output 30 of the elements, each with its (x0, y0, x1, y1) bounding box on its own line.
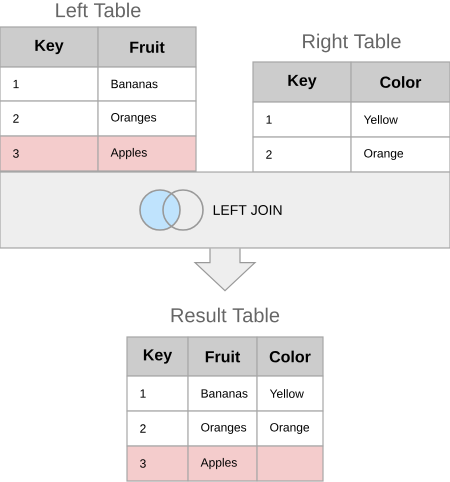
header-cell: Key (252, 61, 352, 103)
table-cell: 2 (126, 410, 189, 447)
table-cell: Oranges (187, 410, 258, 447)
table-cell: Yellow (350, 101, 450, 138)
table-cell: Apples (187, 445, 258, 482)
table-cell: Bananas (187, 375, 258, 412)
table-cell: 1 (0, 66, 99, 102)
table-cell: 1 (252, 101, 352, 138)
table-cell: Yellow (256, 375, 324, 412)
table-cell: 2 (252, 136, 352, 173)
header-cell: Fruit (187, 336, 258, 377)
header-cell: Fruit (97, 26, 197, 68)
table-cell: Oranges (97, 100, 197, 137)
header-cell: Color (350, 61, 450, 103)
table-cell: Orange (256, 410, 324, 447)
header-cell: Color (256, 336, 324, 377)
table-title: Left Table (56, 2, 140, 18)
table-cell: Bananas (97, 66, 197, 102)
block-arrow (193, 248, 257, 292)
table-cell: 2 (0, 100, 99, 137)
table-cell: 3 (126, 445, 189, 482)
table-title: Result Table (172, 308, 280, 322)
header-cell: Key (126, 336, 189, 377)
table-cell: 1 (126, 375, 189, 412)
header-cell: Key (0, 26, 99, 68)
table-cell: Orange (350, 136, 450, 173)
table-title: Right Table (303, 34, 401, 52)
table-cell: 3 (0, 135, 99, 172)
join-band: LEFT JOIN (0, 171, 450, 249)
table-cell: Apples (97, 135, 197, 172)
